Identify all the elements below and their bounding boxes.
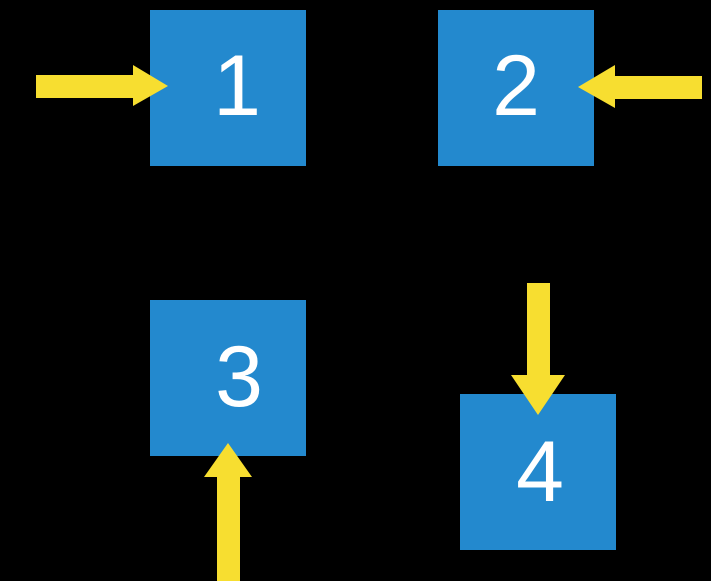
node-label-3: 3 [215, 329, 263, 425]
node-label-1: 1 [213, 38, 261, 134]
node-box-2[interactable]: 2 [438, 10, 594, 166]
node-label-4: 4 [516, 424, 564, 520]
node-box-3[interactable]: 3 [150, 300, 306, 456]
arrow-up-into-node-3-icon [204, 443, 252, 581]
node-box-1[interactable]: 1 [150, 10, 306, 166]
arrow-left-into-node-2-icon [578, 65, 702, 108]
arrow-right-into-node-1-icon [36, 65, 168, 106]
node-box-4[interactable]: 4 [460, 394, 616, 550]
node-label-2: 2 [492, 38, 540, 134]
